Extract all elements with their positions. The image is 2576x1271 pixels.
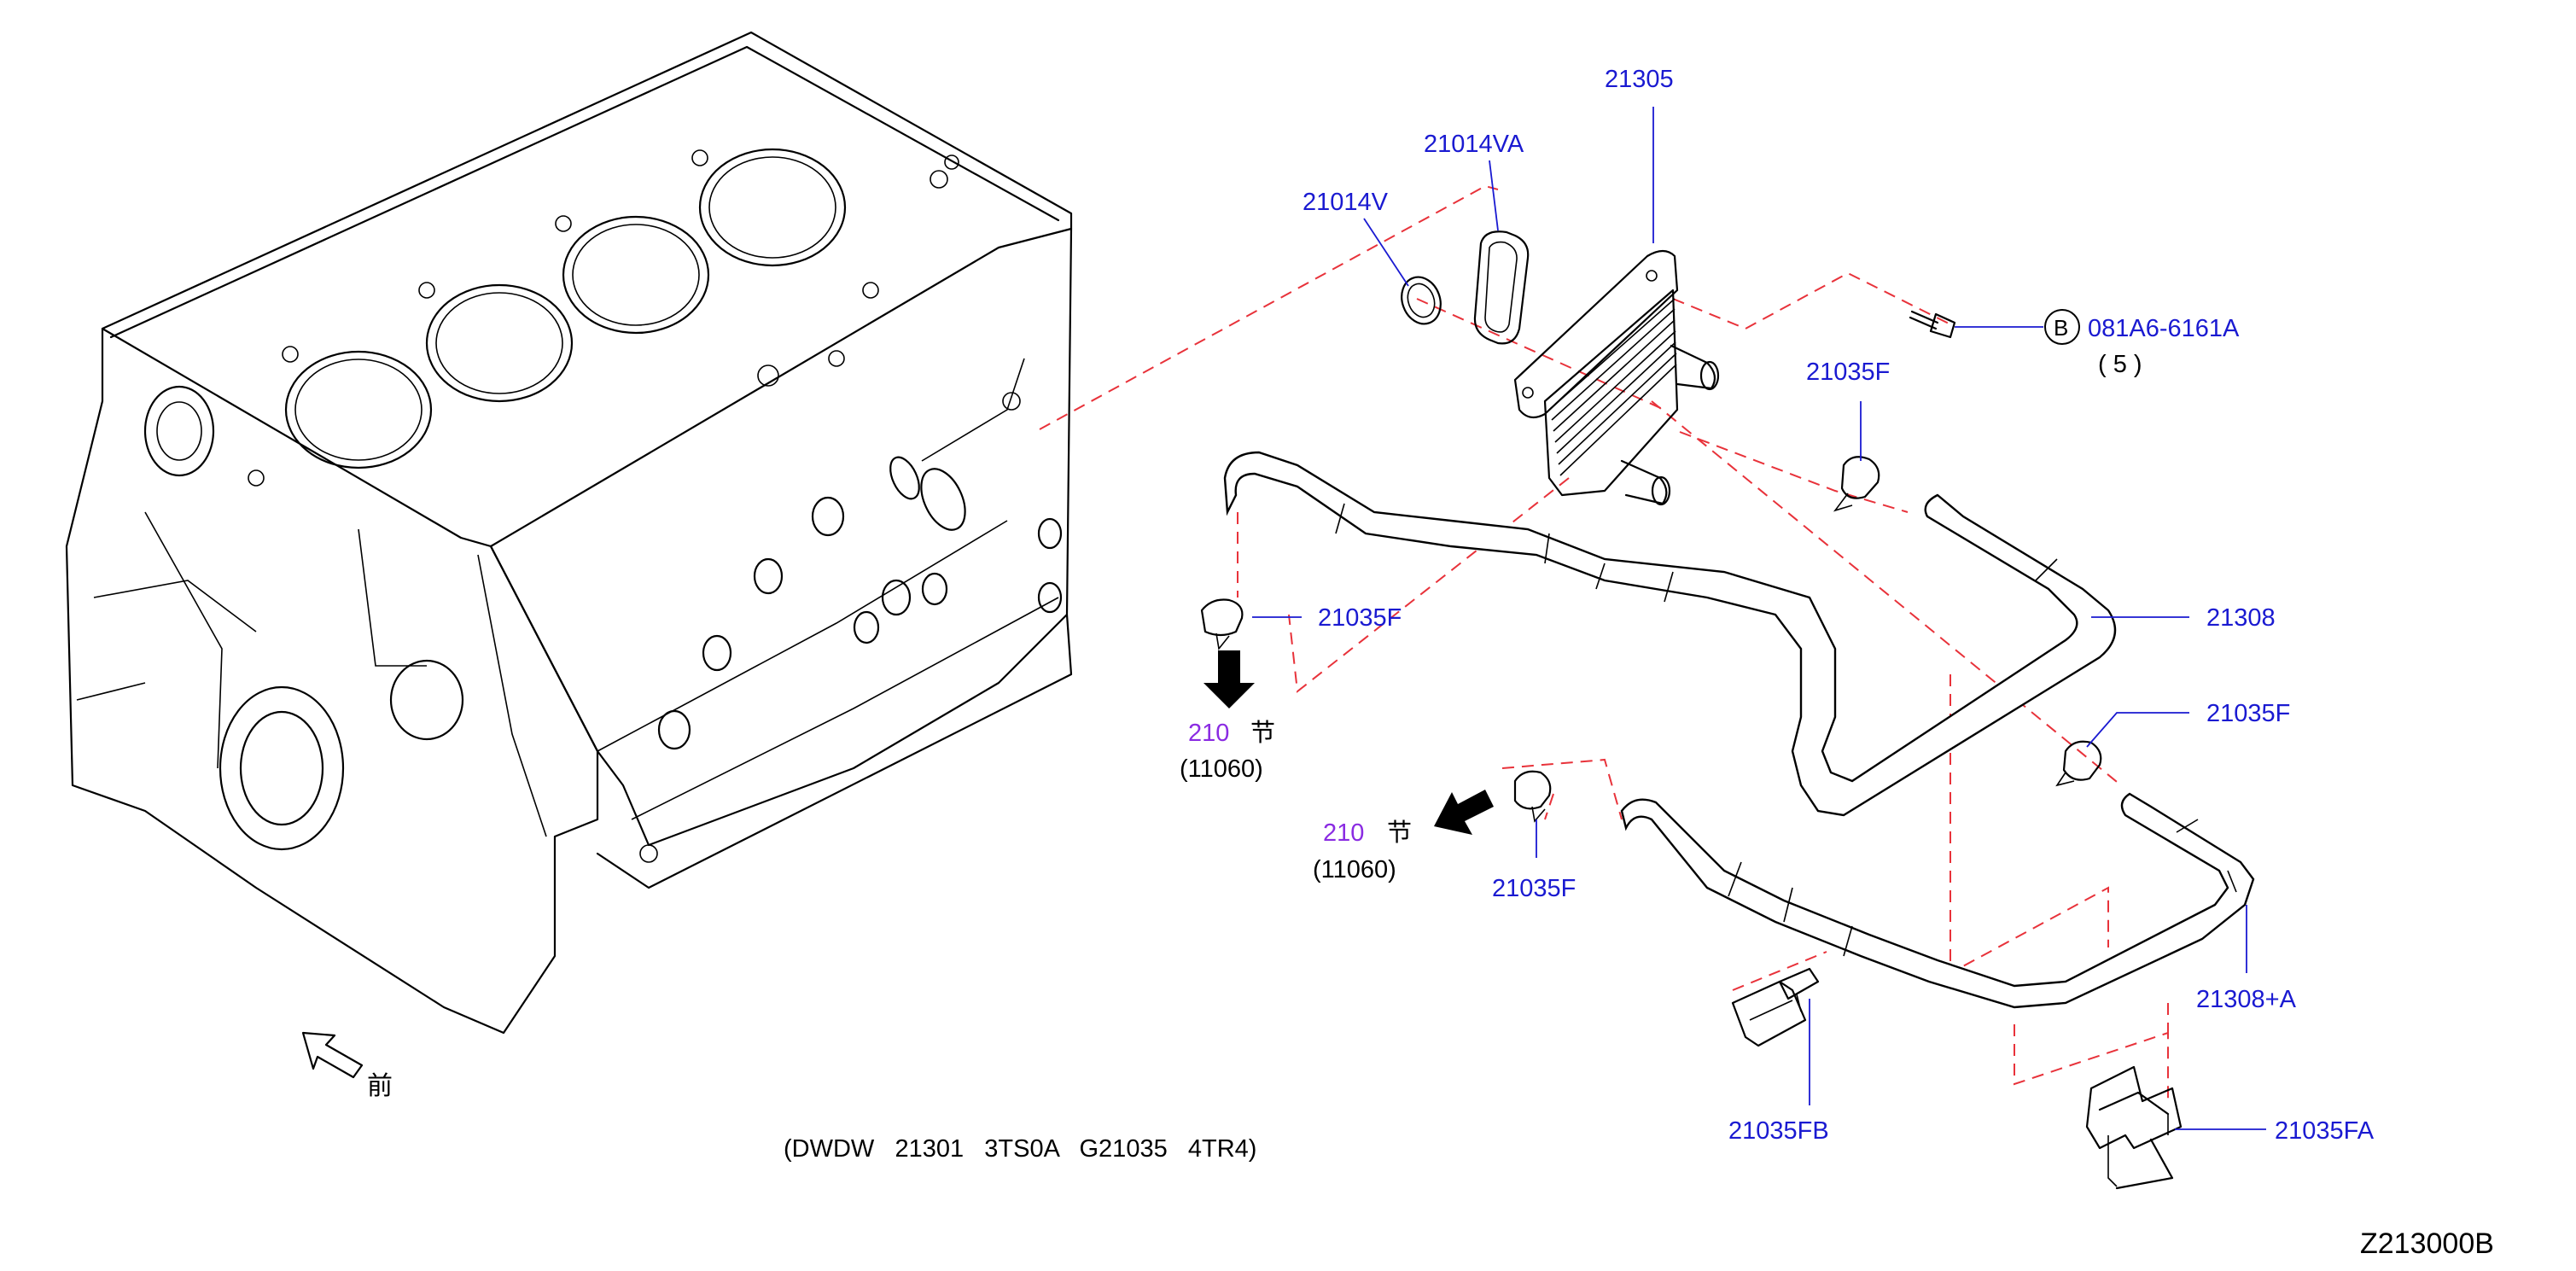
label-21035f-top: 21035F [1806, 359, 1890, 386]
ref-code: (11060) [1180, 755, 1263, 783]
label-21035f-bottom: 21035F [1492, 875, 1576, 902]
down-arrow-icon [1203, 650, 1255, 708]
engine-block [65, 31, 1073, 1035]
label-21035f-left: 21035F [1318, 604, 1402, 632]
label-21308a: 21308+A [2196, 986, 2297, 1013]
bolt-marker: B [2054, 315, 2068, 341]
label-21035fa: 21035FA [2275, 1117, 2375, 1145]
ref-code: (11060) [1313, 856, 1396, 883]
ref-section[interactable]: 210 [1323, 819, 1364, 847]
clamp-icon [1513, 770, 1552, 810]
label-21305: 21305 [1605, 66, 1674, 93]
o-ring-21014v [1401, 276, 1442, 325]
ref-kanji: 节 [1387, 819, 1412, 847]
bolt-marker-circle [2044, 309, 2080, 345]
clamp-21035f-left [1200, 598, 1244, 650]
front-arrow-icon [301, 1031, 364, 1079]
front-indicator-label: 前 [367, 1072, 393, 1100]
clip-icon [1731, 980, 1807, 1047]
ref-arrow-down [1203, 650, 1255, 708]
gasket-21014va [1473, 230, 1530, 345]
guide-lines [1039, 184, 2169, 1101]
clamp-21035f-right [2055, 740, 2102, 787]
hose-21308a [1620, 792, 2255, 1009]
footnote: (DWDW 21301 3TS0A G21035 4TR4) [784, 1135, 1256, 1163]
label-21308: 21308 [2206, 604, 2276, 632]
left-down-arrow-icon [1434, 790, 1494, 835]
label-21014v: 21014V [1303, 189, 1389, 216]
clip-21035fb [1731, 967, 1820, 1047]
part-labels: 21305 21014VA 21014V B 081A6-6161A ( 5 )… [1303, 66, 2375, 1145]
clamp-icon [2062, 740, 2102, 781]
clamp-icon [1200, 598, 1244, 637]
section-reference-1[interactable]: 210 节 (11060) [1180, 719, 1275, 783]
clamp-21035f-top [1833, 456, 1880, 512]
section-reference-2[interactable]: 210 节 (11060) [1313, 819, 1412, 883]
bolt-icon [1909, 310, 1956, 339]
clip-icon [2085, 1065, 2183, 1150]
label-21035fb: 21035FB [1728, 1117, 1829, 1145]
ref-kanji: 节 [1250, 719, 1275, 747]
clamp-21035f-bottom [1513, 770, 1552, 823]
diagram-id: Z213000B [2360, 1227, 2494, 1260]
front-indicator: 前 [301, 1031, 393, 1100]
hose-21308 [1223, 451, 2117, 817]
clip-21035fa [2085, 1065, 2183, 1190]
clamp-icon [1840, 456, 1880, 499]
label-21035f-right: 21035F [2206, 700, 2290, 727]
ref-section[interactable]: 210 [1188, 720, 1229, 747]
label-bolt-qty: ( 5 ) [2098, 351, 2142, 378]
leader-lines [1252, 107, 2266, 1130]
label-21014va: 21014VA [1424, 131, 1524, 158]
label-bolt-part: 081A6-6161A [2088, 315, 2240, 342]
oil-cooler-21305 [1513, 249, 1720, 506]
ref-arrow-left [1434, 790, 1494, 835]
